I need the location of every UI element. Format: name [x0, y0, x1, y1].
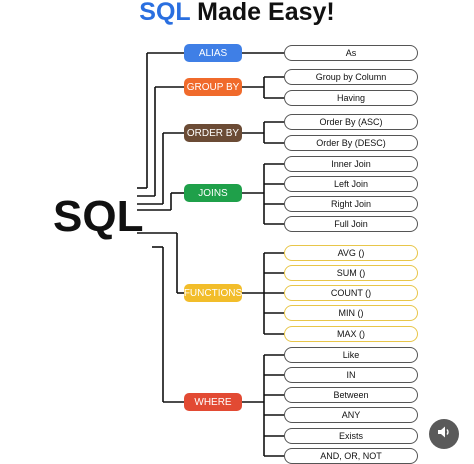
item-max[interactable]: MAX () [284, 326, 418, 342]
item-exists[interactable]: Exists [284, 428, 418, 444]
item-left-join[interactable]: Left Join [284, 176, 418, 192]
item-order-by-desc[interactable]: Order By (DESC) [284, 135, 418, 151]
page-title: SQL Made Easy! [0, 0, 474, 27]
item-and-or-not[interactable]: AND, OR, NOT [284, 448, 418, 464]
category-alias[interactable]: ALIAS [184, 44, 242, 62]
category-functions[interactable]: FUNCTIONS [184, 284, 242, 302]
root-label: SQL [53, 192, 144, 241]
item-inner-join[interactable]: Inner Join [284, 156, 418, 172]
category-group-by[interactable]: GROUP BY [184, 78, 242, 96]
speaker-icon [437, 425, 451, 444]
category-order-by[interactable]: ORDER BY [184, 124, 242, 142]
item-having[interactable]: Having [284, 90, 418, 106]
item-order-by-asc[interactable]: Order By (ASC) [284, 114, 418, 130]
item-group-by-column[interactable]: Group by Column [284, 69, 418, 85]
title-accent: SQL [139, 0, 191, 26]
item-in[interactable]: IN [284, 367, 418, 383]
audio-button[interactable] [429, 419, 459, 449]
item-as[interactable]: As [284, 45, 418, 61]
item-full-join[interactable]: Full Join [284, 216, 418, 232]
item-avg[interactable]: AVG () [284, 245, 418, 261]
item-like[interactable]: Like [284, 347, 418, 363]
category-joins[interactable]: JOINS [184, 184, 242, 202]
item-between[interactable]: Between [284, 387, 418, 403]
item-any[interactable]: ANY [284, 407, 418, 423]
item-right-join[interactable]: Right Join [284, 196, 418, 212]
item-count[interactable]: COUNT () [284, 285, 418, 301]
category-where[interactable]: WHERE [184, 393, 242, 411]
item-min[interactable]: MIN () [284, 305, 418, 321]
title-rest: Made Easy! [190, 0, 335, 26]
item-sum[interactable]: SUM () [284, 265, 418, 281]
